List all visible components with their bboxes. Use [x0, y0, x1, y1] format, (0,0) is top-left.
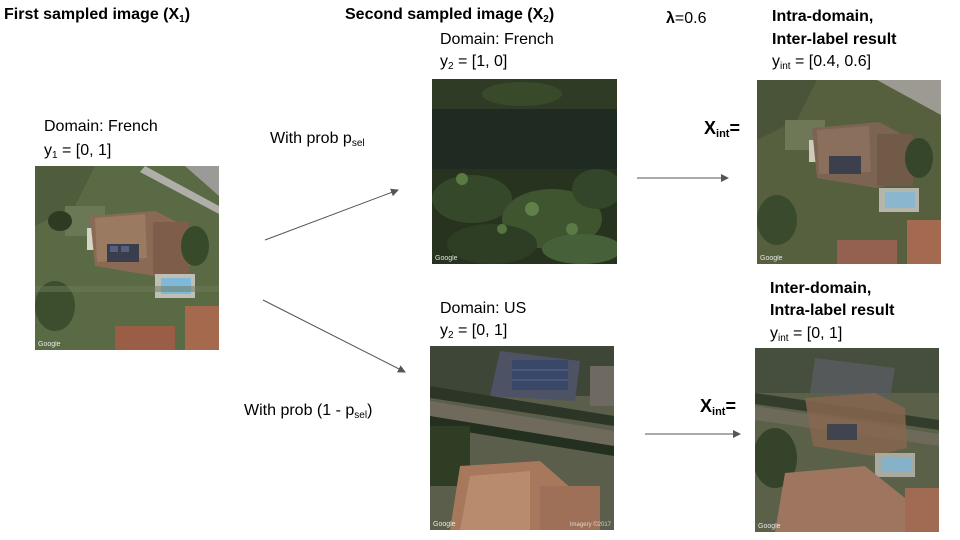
lambda-value: =0.6 — [674, 10, 707, 27]
result-top-label-value: = [0.4, 0.6] — [790, 53, 872, 70]
result-top-label: yint = [0.4, 0.6] — [772, 51, 871, 78]
result-bottom-label: yint = [0, 1] — [770, 323, 842, 350]
second-image-header: Second sampled image (X2) — [345, 6, 554, 25]
x2-bottom-watermark-imagery: Imagery ©2017 — [569, 522, 611, 528]
result-top-xint-var: X — [704, 118, 717, 138]
result-bottom-watermark: Google — [758, 523, 781, 530]
arrow-x1-to-x2-bottom — [262, 299, 406, 373]
x2-bottom-aerial-drawing — [430, 346, 614, 530]
result-bottom-xint-var: X — [700, 396, 713, 416]
result-top-xint-sub: int — [716, 128, 730, 140]
result-top-xint-eq: = — [729, 118, 740, 138]
x2-top-label-var: y — [440, 53, 448, 70]
x1-watermark: Google — [38, 341, 61, 348]
first-header-sub: 1 — [179, 14, 185, 25]
x2-top-label: y2 = [1, 0] — [440, 51, 507, 78]
prob-bottom-sub: sel — [354, 410, 368, 421]
x2-bottom-label-value: = [0, 1] — [453, 322, 508, 339]
x2-top-aerial-drawing — [432, 79, 617, 264]
result-top-xint: Xint= — [704, 118, 740, 140]
x1-label-sub: 1 — [52, 150, 58, 161]
result-bottom-title-2: Intra-label result — [770, 302, 895, 319]
arrow-x1-to-x2-top — [264, 188, 399, 241]
x2-bottom-label-var: y — [440, 322, 448, 339]
result-bottom-title-1: Inter-domain, — [770, 280, 872, 297]
result-top-title-1: Intra-domain, — [772, 8, 874, 25]
prob-bottom-label: With prob (1 - psel) — [244, 400, 372, 427]
x2-top-label-value: = [1, 0] — [453, 53, 508, 70]
x2-bottom-aerial-image: Google Imagery ©2017 — [430, 346, 614, 530]
prob-bottom-end: ) — [367, 402, 373, 419]
second-header-text: Second sampled image (X — [345, 6, 544, 23]
result-bottom-xint: Xint= — [700, 396, 736, 418]
first-header-end: ) — [184, 6, 191, 23]
x1-label-var: y — [44, 142, 52, 159]
result-bottom-aerial-image: Google — [755, 348, 939, 532]
result-bottom-xint-sub: int — [712, 406, 726, 418]
result-bottom-label-var: y — [770, 325, 778, 342]
prob-bottom-text: With prob (1 - p — [244, 402, 355, 419]
result-top-aerial-drawing — [757, 80, 941, 264]
x1-aerial-drawing — [35, 166, 219, 350]
result-top-aerial-image: Google — [757, 80, 941, 264]
x1-domain: Domain: French — [44, 118, 158, 135]
prob-top-text: With prob p — [270, 130, 352, 147]
prob-top-label: With prob psel — [270, 128, 365, 155]
x1-label: y1 = [0, 1] — [44, 140, 111, 167]
first-header-text: First sampled image (X — [4, 6, 180, 23]
prob-top-sub: sel — [351, 138, 365, 149]
result-top-title-2: Inter-label result — [772, 31, 897, 48]
x2-top-watermark: Google — [435, 255, 458, 262]
result-bottom-aerial-drawing — [755, 348, 939, 532]
second-header-end: ) — [548, 6, 555, 23]
x2-bottom-watermark: Google — [433, 521, 456, 528]
x2-bottom-label: y2 = [0, 1] — [440, 320, 507, 347]
result-top-label-var: y — [772, 53, 780, 70]
lambda-symbol: λ — [666, 10, 675, 27]
result-bottom-label-value: = [0, 1] — [788, 325, 843, 342]
x2-bottom-domain: Domain: US — [440, 300, 527, 317]
x2-top-label-sub: 2 — [448, 61, 454, 72]
x2-bottom-label-sub: 2 — [448, 330, 454, 341]
second-header-sub: 2 — [543, 14, 549, 25]
result-top-watermark: Google — [760, 255, 783, 262]
result-bottom-label-sub: int — [778, 333, 789, 344]
result-bottom-xint-eq: = — [725, 396, 736, 416]
x1-aerial-image: Google — [35, 166, 219, 350]
x2-top-domain: Domain: French — [440, 31, 554, 48]
lambda-label: λ=0.6 — [666, 8, 707, 30]
first-image-header: First sampled image (X1) — [4, 6, 190, 25]
x1-label-value: = [0, 1] — [57, 142, 112, 159]
x2-top-aerial-image: Google — [432, 79, 617, 264]
result-top-label-sub: int — [780, 61, 791, 72]
